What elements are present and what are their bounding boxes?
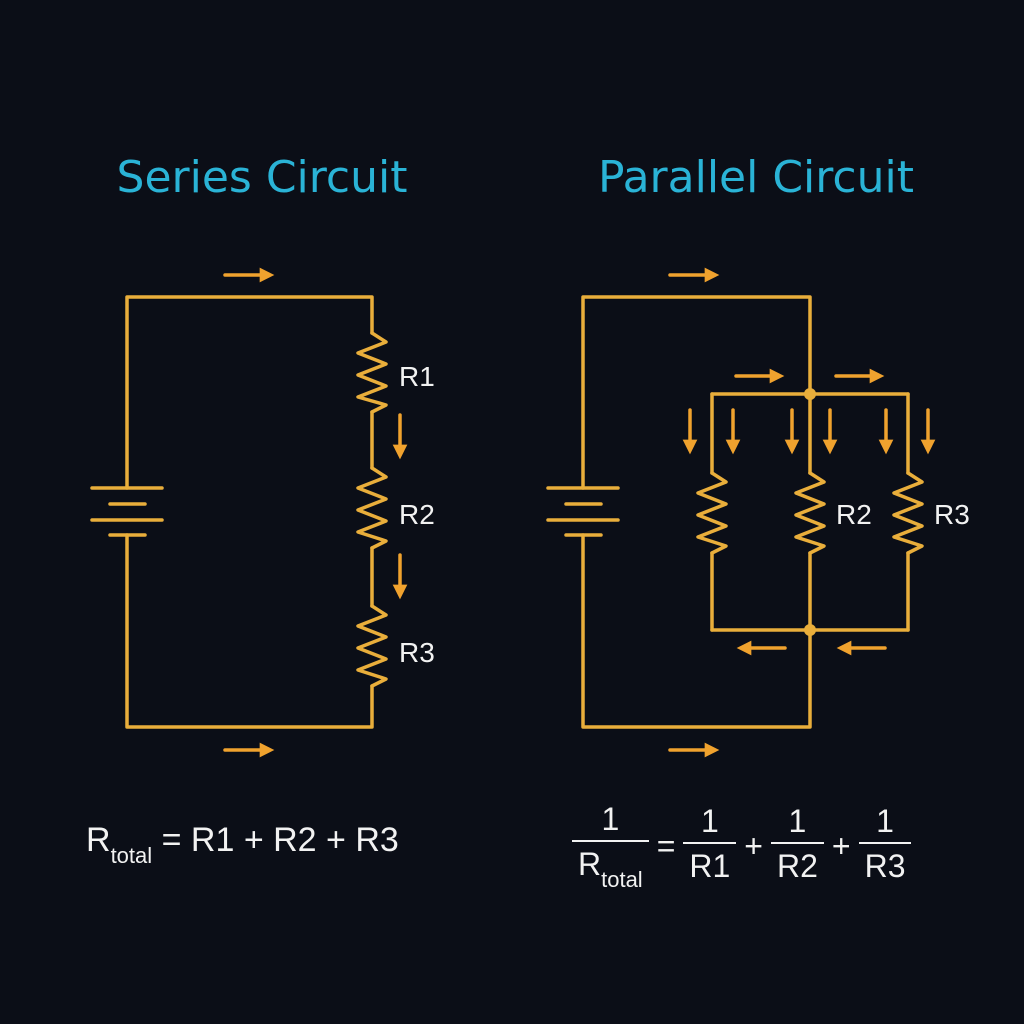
parallel-formula-plus-2: + — [831, 828, 851, 864]
parallel-circuit: R2 R3 — [546, 267, 970, 758]
series-resistor-r2 — [356, 466, 388, 550]
parallel-circuit-title: Parallel Circuit — [598, 152, 914, 203]
parallel-battery-symbol — [546, 486, 620, 537]
series-label-r1: R1 — [399, 361, 435, 392]
parallel-junction-top — [804, 388, 816, 400]
series-battery-symbol — [90, 486, 164, 537]
series-formula-r: R — [86, 821, 111, 859]
parallel-fraction-r3-numerator: 1 — [876, 803, 894, 839]
parallel-formula-r: R — [578, 846, 602, 882]
parallel-junction-bottom — [804, 624, 816, 636]
parallel-label-r2: R2 — [836, 499, 872, 530]
series-resistor-r3 — [356, 604, 388, 688]
series-formula: Rtotal = R1 + R2 + R3 — [86, 818, 399, 868]
series-resistor-r1 — [356, 331, 388, 414]
parallel-fraction-r3: 1 R3 — [858, 802, 912, 886]
parallel-fraction-r2-numerator: 1 — [788, 803, 807, 839]
parallel-label-r3: R3 — [934, 499, 970, 530]
parallel-formula: 1 Rtotal = 1 R1 + 1 R2 + 1 R3 — [572, 800, 912, 892]
series-circuit: R1 R2 R3 — [90, 267, 435, 758]
series-wire-loop — [125, 295, 374, 729]
parallel-fraction-total: 1 Rtotal — [572, 800, 649, 892]
parallel-resistor-r1 — [696, 471, 728, 555]
parallel-current-arrows — [668, 267, 936, 758]
parallel-formula-subscript: total — [601, 867, 643, 892]
parallel-fraction-total-denominator: Rtotal — [572, 840, 649, 892]
parallel-wire-outer-loop — [581, 295, 812, 729]
series-label-r2: R2 — [399, 499, 435, 530]
parallel-fraction-r3-denominator: R3 — [858, 842, 912, 886]
series-label-r3: R3 — [399, 637, 435, 668]
series-circuit-title: Series Circuit — [116, 152, 408, 203]
series-wires — [125, 295, 374, 729]
series-formula-rhs: = R1 + R2 + R3 — [161, 821, 399, 859]
parallel-fraction-r2: 1 R2 — [770, 802, 824, 886]
parallel-fraction-total-numerator: 1 — [601, 801, 620, 837]
parallel-fraction-r2-denominator: R2 — [770, 842, 824, 886]
parallel-resistor-r2 — [794, 471, 826, 555]
parallel-fraction-r1: 1 R1 — [683, 802, 737, 886]
parallel-resistor-r3 — [892, 471, 924, 555]
parallel-wires — [581, 295, 910, 729]
series-formula-subscript: total — [110, 843, 153, 868]
parallel-formula-equals: = — [656, 828, 676, 864]
parallel-formula-plus-1: + — [744, 828, 763, 864]
parallel-fraction-r1-denominator: R1 — [683, 842, 737, 886]
series-current-arrows — [223, 267, 408, 758]
parallel-fraction-r1-numerator: 1 — [700, 803, 719, 839]
